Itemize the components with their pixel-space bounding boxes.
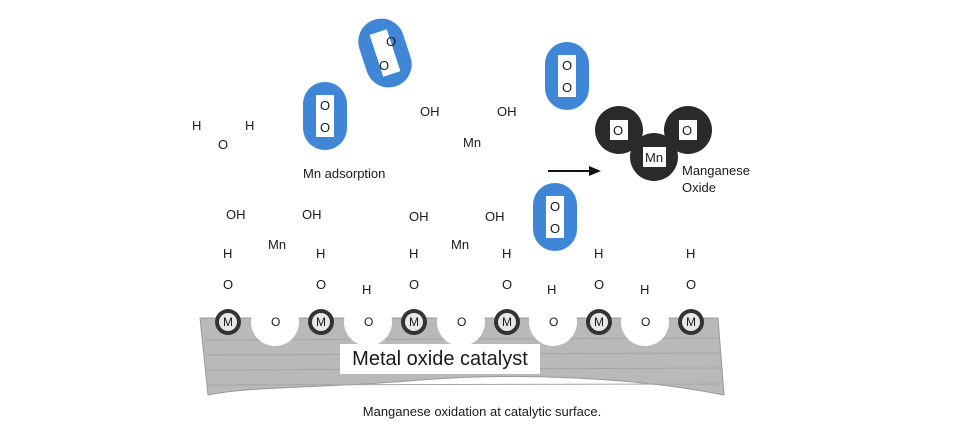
surface-h: H <box>409 246 419 261</box>
o2-top-atom-1: O <box>386 34 397 49</box>
surface-h: H <box>502 246 512 261</box>
free-complex-oh-right: OH <box>497 104 517 119</box>
metal-atom <box>494 309 520 335</box>
surface-o: O <box>223 277 234 292</box>
surface-atom-label: M <box>594 315 604 329</box>
o2-surface-atom-2: O <box>550 221 561 236</box>
surface-h: H <box>223 246 233 261</box>
surface-o: O <box>409 277 420 292</box>
surface-complex-2-mn: Mn <box>451 237 470 252</box>
surface-atom-label: M <box>409 315 419 329</box>
product-label-line2: Oxide <box>682 180 716 195</box>
water-h-right: H <box>245 118 255 133</box>
metal-atom <box>678 309 704 335</box>
surface-oxygen-bumps <box>251 298 669 346</box>
surface-atom-label: O <box>641 315 651 329</box>
product-label-line1: Manganese <box>682 163 750 178</box>
surface-metal-atoms <box>215 309 704 335</box>
free-complex-mn: Mn <box>463 135 482 150</box>
surface-h: H <box>594 246 604 261</box>
product-label: Manganese Oxide <box>682 162 750 196</box>
surface-atom-label: O <box>457 315 467 329</box>
surface-h: H <box>362 282 372 297</box>
surface-complex-1-mn: Mn <box>268 237 287 252</box>
o2-top-atom-2: O <box>379 58 390 73</box>
surface-atom-label: O <box>549 315 559 329</box>
surface-atom-label: M <box>223 315 233 329</box>
metal-atom <box>215 309 241 335</box>
surface-h: H <box>640 282 650 297</box>
product-o-right: O <box>682 123 693 138</box>
metal-atom <box>401 309 427 335</box>
surface-o: O <box>502 277 513 292</box>
o2-left-atom-1: O <box>320 98 331 113</box>
surface-atom-label: O <box>271 315 281 329</box>
surface-complex-2-oh-left: OH <box>409 209 429 224</box>
water-h-left: H <box>192 118 202 133</box>
surface-atom-label: M <box>686 315 696 329</box>
o2-molecule-right <box>545 42 589 110</box>
reaction-arrow <box>548 166 601 176</box>
metal-atom <box>308 309 334 335</box>
o2-surface-atom-1: O <box>550 199 561 214</box>
product-o-left: O <box>613 123 624 138</box>
metal-atom <box>586 309 612 335</box>
water-o: O <box>218 137 229 152</box>
surface-atom-label: M <box>502 315 512 329</box>
o2-molecule-left <box>303 82 347 150</box>
surface-h: H <box>686 246 696 261</box>
figure-caption: Manganese oxidation at catalytic surface… <box>362 404 602 419</box>
surface-o: O <box>594 277 605 292</box>
surface-atom-label: O <box>364 315 374 329</box>
surface-complex-1-oh-left: OH <box>226 207 246 222</box>
surface-complex-1-oh-right: OH <box>302 207 322 222</box>
catalyst-label: Metal oxide catalyst <box>340 344 540 374</box>
adsorption-label: Mn adsorption <box>303 166 386 181</box>
surface-o: O <box>316 277 327 292</box>
surface-complex-2-oh-right: OH <box>485 209 505 224</box>
surface-o: O <box>686 277 697 292</box>
o2-left-atom-2: O <box>320 120 331 135</box>
o2-right-atom-1: O <box>562 58 573 73</box>
manganese-oxide-molecule <box>595 106 712 181</box>
o2-molecule-surface <box>533 183 577 251</box>
surface-h: H <box>547 282 557 297</box>
product-mn: Mn <box>645 150 664 165</box>
surface-atom-label: M <box>316 315 326 329</box>
o2-right-atom-2: O <box>562 80 573 95</box>
o2-molecule-top <box>358 18 412 88</box>
surface-h: H <box>316 246 326 261</box>
free-complex-oh-left: OH <box>420 104 440 119</box>
